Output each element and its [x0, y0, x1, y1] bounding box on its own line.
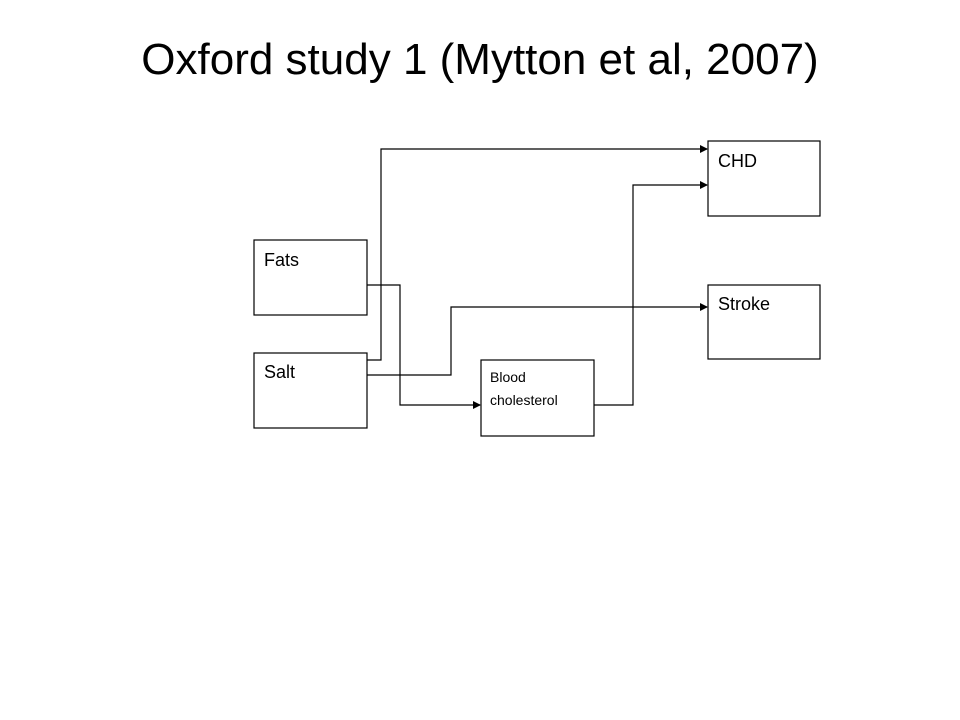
- node-stroke-label: Stroke: [718, 294, 770, 314]
- edge-blood-cholesterol-to-chd: [594, 181, 708, 406]
- node-chd: CHD: [707, 140, 821, 217]
- node-salt: Salt: [253, 352, 368, 429]
- node-fats-box: [253, 239, 368, 316]
- edge-salt-to-stroke: [367, 303, 708, 376]
- node-fats-label: Fats: [264, 250, 299, 270]
- node-blood-cholesterol-label-line1: Blood: [490, 369, 526, 385]
- node-stroke: Stroke: [707, 284, 821, 360]
- node-salt-label: Salt: [264, 362, 295, 382]
- node-blood-cholesterol: Blood cholesterol: [480, 359, 595, 437]
- node-chd-label: CHD: [718, 151, 757, 171]
- node-stroke-box: [707, 284, 821, 360]
- page-title: Oxford study 1 (Mytton et al, 2007): [141, 35, 819, 84]
- node-blood-cholesterol-label-line2: cholesterol: [490, 392, 558, 408]
- node-fats: Fats: [253, 239, 368, 316]
- node-salt-box: [253, 352, 368, 429]
- edge-salt-to-chd: [367, 145, 708, 361]
- edge-fats-to-blood-cholesterol: [367, 284, 481, 409]
- node-blood-cholesterol-box: [480, 359, 595, 437]
- node-chd-box: [707, 140, 821, 217]
